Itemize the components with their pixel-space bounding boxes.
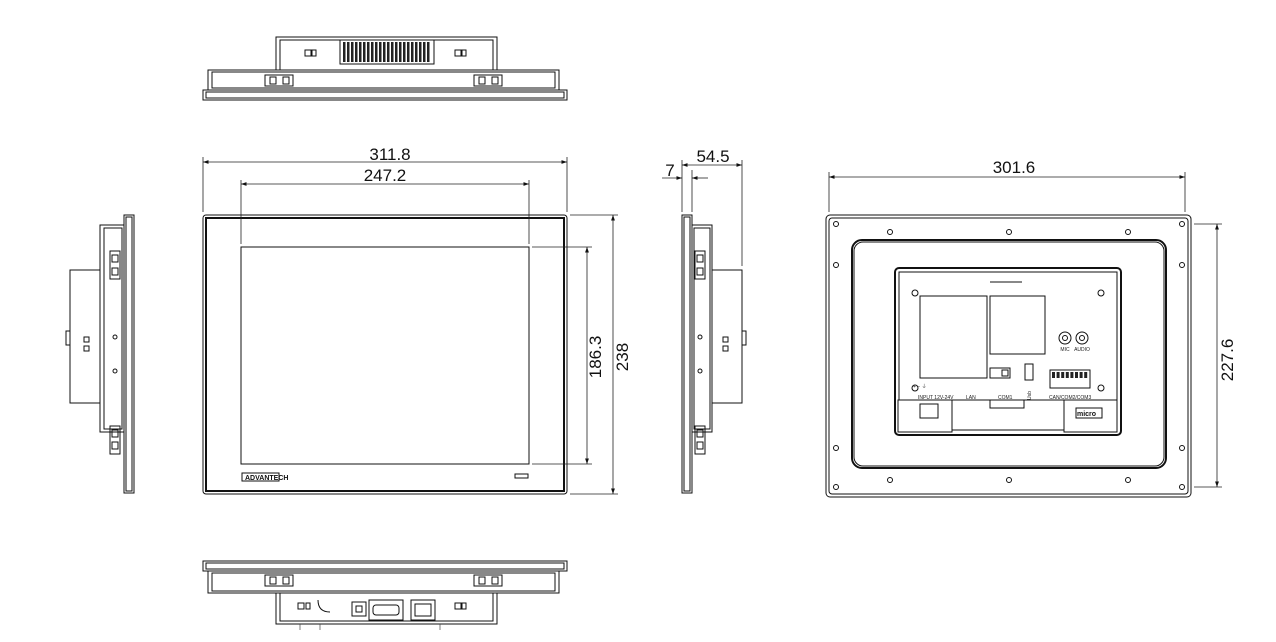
vent-slot [391, 42, 394, 62]
terminal-pin [1070, 372, 1074, 378]
label-lan: LAN [966, 395, 976, 401]
vent-slot [343, 42, 346, 62]
terminal-pin [1065, 372, 1069, 378]
vent-slot [363, 42, 366, 62]
display-area [240, 246, 530, 465]
vent-slot [419, 42, 422, 62]
vent-slot [355, 42, 358, 62]
side-dimensions: 54.5 7 [662, 147, 743, 266]
vent-slot [411, 42, 414, 62]
vent-slot [371, 42, 374, 62]
usb-connector [1024, 363, 1034, 381]
vent-slot [367, 42, 370, 62]
microsd-slot [1075, 407, 1103, 419]
dim-rear-width: 301.6 [993, 158, 1036, 177]
left-side-view [65, 214, 135, 494]
label-audio: AUDIO [1074, 347, 1090, 353]
dip-switch [989, 367, 1011, 379]
dim-side-depth: 54.5 [696, 147, 729, 166]
power-port [897, 399, 953, 433]
terminal-pin [1075, 372, 1078, 378]
dim-viewable-height: 186.3 [586, 336, 605, 379]
rear-dimensions: 301.6 227.6 [828, 158, 1237, 488]
vent-slot [403, 42, 406, 62]
front-dimensions: 311.8 247.2 186.3 238 [202, 145, 632, 495]
vent-slot [375, 42, 378, 62]
brand-logo: ADVANTECH [245, 475, 288, 482]
vent-slot [351, 42, 354, 62]
terminal-block [1049, 369, 1091, 389]
vent-slot [379, 42, 382, 62]
terminal-pin [1061, 372, 1065, 378]
label-micro: micro [1077, 411, 1096, 418]
audio-jacks: MIC AUDIO [1058, 331, 1090, 353]
vent-slot [399, 42, 402, 62]
vent-slot [415, 42, 418, 62]
vent-slot [407, 42, 410, 62]
dim-front-height: 238 [613, 343, 632, 371]
dim-front-width: 311.8 [369, 145, 410, 164]
dim-viewable-width: 247.2 [364, 166, 407, 185]
vent-slot [387, 42, 390, 62]
label-com1: COM1 [998, 395, 1013, 401]
terminal-pin [1084, 372, 1088, 378]
label-input: INPUT 12V-24V [918, 395, 954, 401]
bottom-view [202, 560, 568, 630]
vent-slot [383, 42, 386, 62]
com-port [368, 599, 404, 621]
vent-slot [347, 42, 350, 62]
vent-slot [423, 42, 426, 62]
top-view [202, 36, 568, 101]
lan-port [410, 599, 436, 621]
front-view: ADVANTECH [202, 214, 568, 495]
dim-rear-height: 227.6 [1218, 339, 1237, 382]
terminal-pin [1056, 372, 1060, 378]
dim-bezel-depth: 7 [665, 161, 674, 180]
terminal-pin [1079, 372, 1083, 378]
vent-slot [427, 42, 430, 62]
rear-view: MIC AUDIO + − ⏚ INPUT 12V-24V LAN COM1 U… [825, 214, 1192, 498]
power-connector [351, 601, 367, 617]
vent-slot [359, 42, 362, 62]
vent-slot [395, 42, 398, 62]
label-can: CAN/COM2/COM3 [1049, 395, 1091, 401]
mount-holes [833, 221, 1185, 490]
label-polarity: + − ⏚ [913, 383, 927, 390]
label-mic: MIC [1060, 347, 1070, 353]
right-side-view [681, 214, 747, 494]
power-led-icon [514, 473, 529, 479]
vent-grille [339, 39, 435, 65]
terminal-pin [1052, 372, 1055, 378]
label-usb: Usb [1027, 391, 1033, 400]
lan-com-ports [951, 399, 1065, 431]
